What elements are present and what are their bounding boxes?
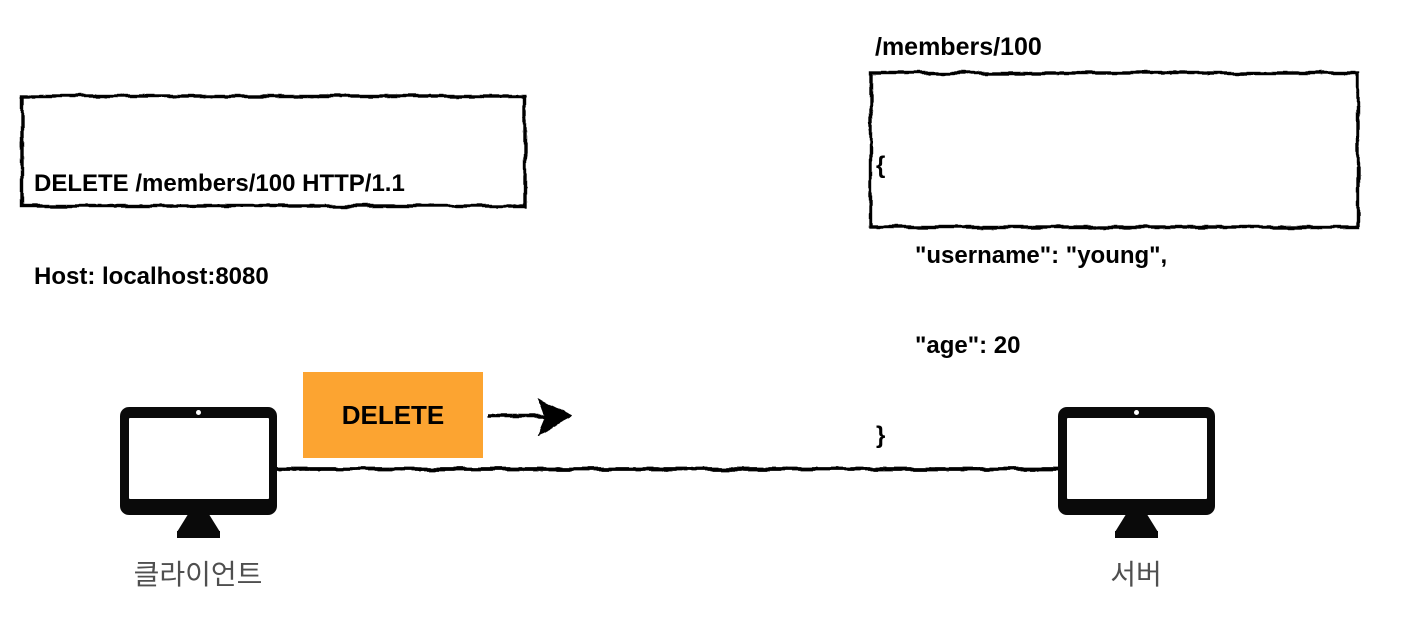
server-label: 서버 (1110, 559, 1162, 590)
server-monitor-camera-dot (1134, 410, 1139, 415)
delete-message-label: DELETE (341, 399, 445, 430)
request-line-method: DELETE /members/100 HTTP/1.1 (34, 170, 405, 197)
server-monitor-icon (1058, 407, 1215, 538)
json-line-username: "username": "young", (915, 242, 1168, 269)
client-label: 클라이언트 (133, 559, 263, 590)
client-monitor-camera-dot (196, 410, 201, 415)
client-monitor-icon (120, 407, 277, 538)
request-line-host: Host: localhost:8080 (34, 263, 269, 290)
json-line-open-brace: { (876, 152, 886, 179)
server-monitor-screen (1067, 418, 1207, 499)
delete-message-box: DELETE (303, 372, 483, 458)
json-line-close-brace: } (876, 422, 886, 449)
client-monitor-stand (177, 514, 220, 532)
request-box-border (20, 94, 527, 208)
resource-box-border (869, 71, 1360, 229)
server-monitor-stand (1115, 514, 1158, 532)
request-arrow-icon (488, 398, 573, 435)
resource-json-body: { "username": "young", "age": 20 } (876, 91, 1167, 511)
server-monitor-base (1115, 531, 1158, 538)
resource-path-label: /members/100 (875, 33, 1042, 61)
client-monitor-base (177, 531, 220, 538)
request-box-text: DELETE /members/100 HTTP/1.1 Host: local… (34, 106, 405, 354)
client-monitor-screen (129, 418, 269, 499)
json-line-age: "age": 20 (915, 332, 1021, 359)
